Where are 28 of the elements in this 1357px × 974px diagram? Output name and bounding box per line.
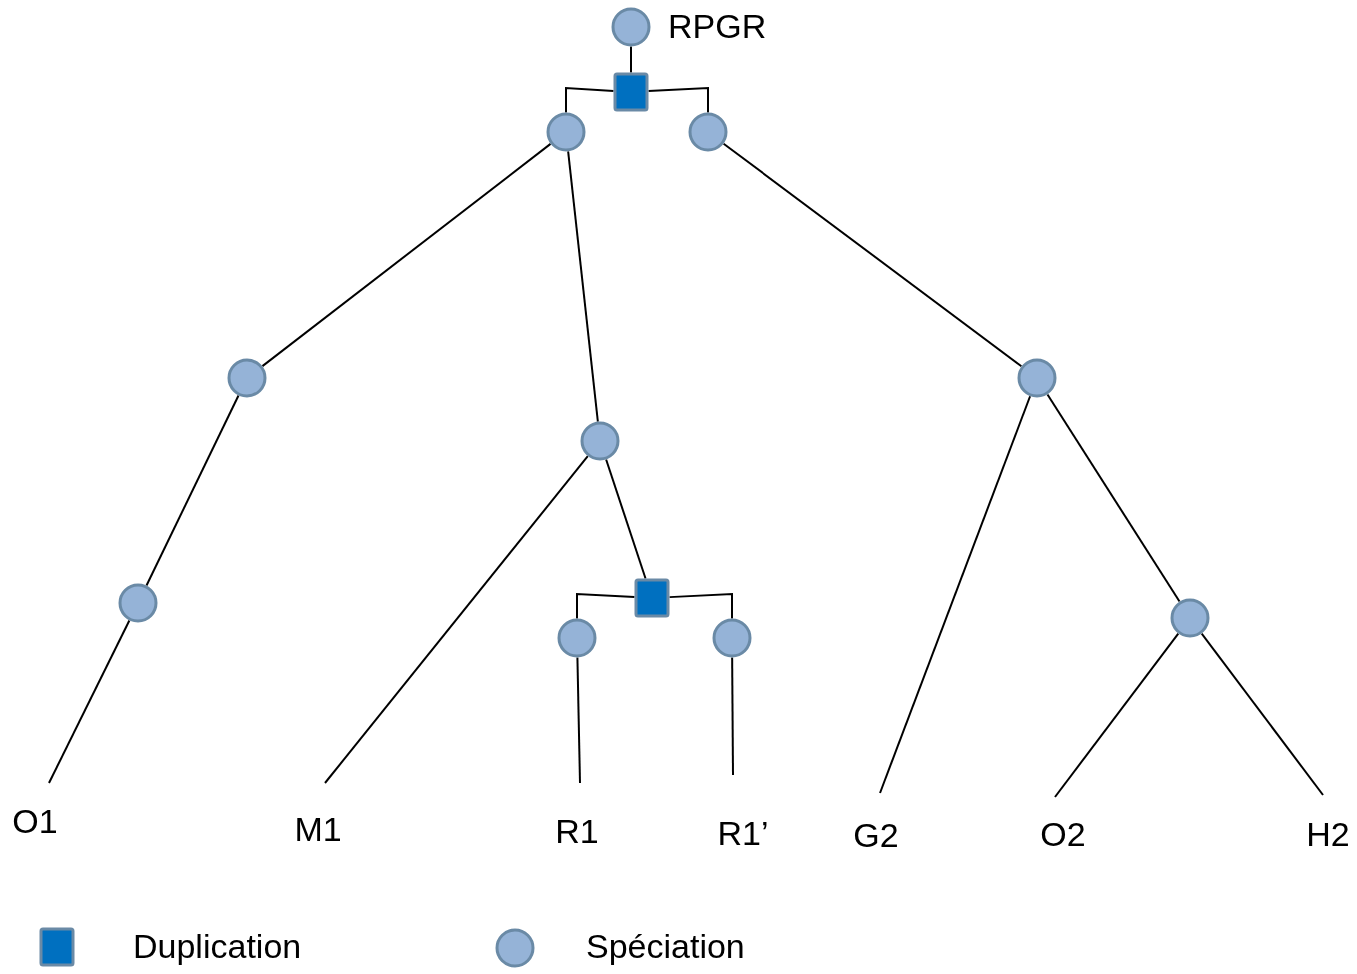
tree-branch — [605, 458, 647, 580]
tree-branch — [48, 619, 131, 784]
legend-label: Duplication — [133, 927, 302, 966]
tree-branch — [731, 656, 734, 776]
leaf-label: G2 — [846, 793, 906, 855]
tree-branch — [647, 86, 709, 114]
tree-branch — [879, 395, 1032, 794]
tree-branch — [261, 142, 552, 368]
tree-branch — [324, 455, 589, 784]
tree-branch — [576, 592, 636, 620]
leaf-label: H2 — [1298, 795, 1357, 854]
node-label: RPGR — [668, 7, 767, 46]
leaf-label: R1’ — [712, 775, 774, 853]
leaf-label: M1 — [288, 783, 348, 849]
tree-branch — [145, 394, 240, 587]
tree-branch — [1046, 393, 1181, 603]
tree-branch — [1054, 632, 1180, 798]
tree-branch — [630, 45, 632, 74]
leaf-label: R1 — [547, 783, 607, 851]
tree-branch — [576, 656, 581, 784]
tree-branch — [565, 86, 615, 114]
tree-branch — [567, 150, 599, 423]
tree-branch — [668, 592, 733, 620]
leaf-label: O1 — [5, 783, 65, 841]
tree-branch — [1200, 632, 1324, 796]
legend-label: Spéciation — [586, 927, 745, 966]
leaf-label: O2 — [1033, 797, 1093, 854]
tree-branch — [722, 142, 1023, 368]
